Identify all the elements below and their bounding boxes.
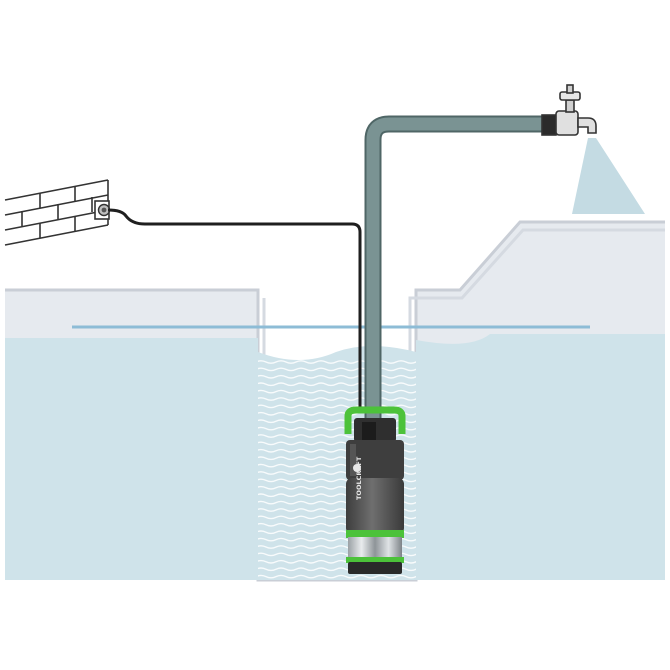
ripple-line — [258, 478, 416, 483]
water-spray-icon — [572, 138, 645, 214]
ripple-line — [258, 545, 416, 549]
brick-wall-icon — [4, 179, 109, 246]
ripple-line — [258, 441, 416, 446]
submersible-pump-icon: TOOLCRAFT — [344, 406, 406, 574]
ripple-line — [258, 567, 416, 572]
ripple-line — [258, 537, 416, 542]
ripple-line — [258, 397, 416, 401]
ripple-line — [258, 434, 416, 438]
ripple-line — [258, 552, 416, 557]
ripple-line — [258, 382, 416, 387]
discharge-hose-fill — [366, 117, 548, 420]
water-left — [5, 338, 258, 580]
garden-tap-icon — [541, 84, 597, 136]
ripple-line — [258, 374, 416, 379]
wall-socket-icon — [94, 200, 111, 220]
power-cable — [107, 208, 362, 410]
pump-brand-label: TOOLCRAFT — [355, 456, 363, 500]
ripple-line — [258, 404, 416, 409]
ripple-line — [258, 389, 416, 394]
ripple-line — [258, 367, 416, 372]
water-right — [416, 334, 665, 580]
ripple-line — [258, 574, 416, 579]
ripple-line — [258, 360, 416, 364]
